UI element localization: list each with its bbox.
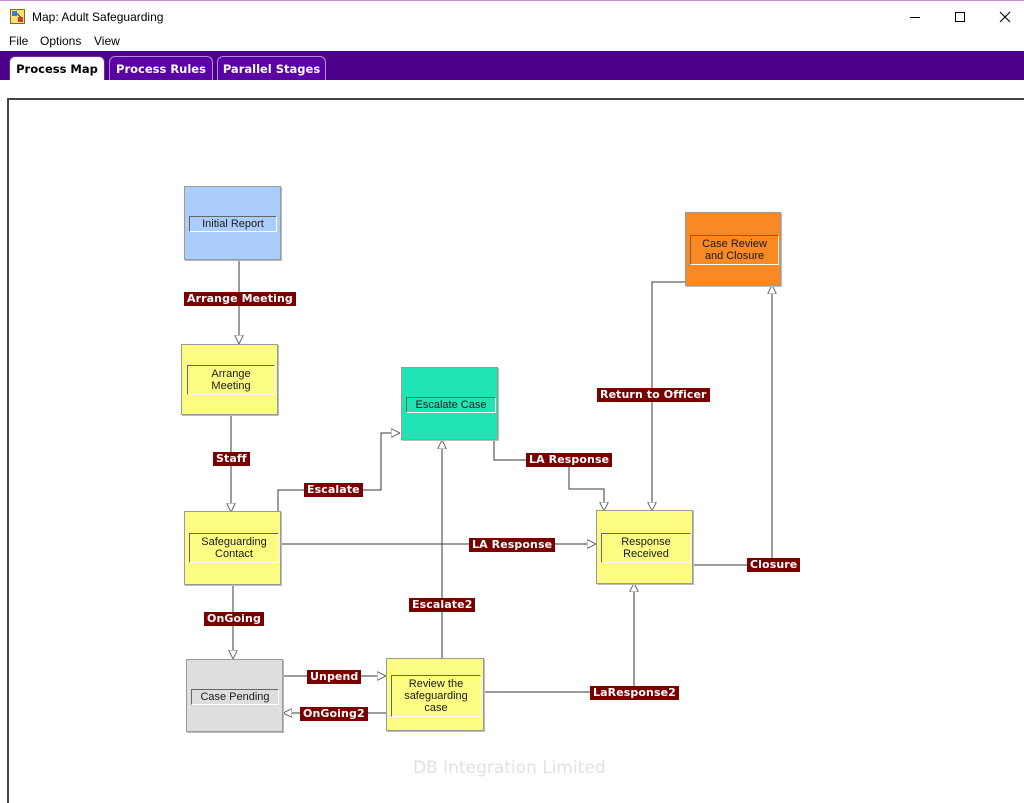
tab-process-rules[interactable]: Process Rules: [109, 56, 213, 80]
node-response-received[interactable]: Response Received: [596, 510, 693, 584]
minimize-icon: [910, 16, 920, 18]
node-response-received-label: Response Received: [601, 533, 691, 563]
watermark: DB Integration Limited: [413, 758, 606, 778]
tab-parallel-stages[interactable]: Parallel Stages: [217, 56, 326, 80]
menu-view[interactable]: View: [94, 34, 120, 48]
close-button[interactable]: [982, 1, 1024, 32]
flow-label-escalate2[interactable]: Escalate2: [409, 598, 476, 612]
node-case-pending[interactable]: Case Pending: [186, 659, 283, 732]
node-escalate-case[interactable]: Escalate Case: [401, 367, 498, 440]
left-margin: [0, 80, 7, 803]
node-arrange-meeting-label: Arrange Meeting: [187, 365, 275, 395]
node-initial-report-label: Initial Report: [189, 216, 277, 232]
node-escalate-case-label: Escalate Case: [406, 397, 496, 413]
flow-label-ongoing[interactable]: OnGoing: [204, 612, 264, 626]
node-review-case-label: Review the safeguarding case: [391, 675, 481, 717]
flow-label-escalate[interactable]: Escalate: [304, 483, 363, 497]
tab-bar: Process Map Process Rules Parallel Stage…: [0, 51, 1024, 80]
window-title: Map: Adult Safeguarding: [32, 10, 164, 24]
node-safeguarding-contact[interactable]: Safeguarding Contact: [184, 511, 281, 585]
flow-label-la-response-top[interactable]: LA Response: [526, 453, 613, 467]
node-initial-report[interactable]: Initial Report: [184, 186, 281, 260]
maximize-icon: [955, 11, 965, 22]
flow-label-la-response-mid[interactable]: LA Response: [469, 538, 556, 552]
flow-label-ongoing2[interactable]: OnGoing2: [300, 707, 368, 721]
node-case-pending-label: Case Pending: [191, 689, 279, 705]
node-case-review-closure-label: Case Review and Closure: [690, 235, 779, 265]
flow-label-closure[interactable]: Closure: [747, 558, 801, 572]
tab-process-map[interactable]: Process Map: [9, 56, 105, 80]
flow-label-return-to-officer[interactable]: Return to Officer: [597, 388, 710, 402]
node-arrange-meeting[interactable]: Arrange Meeting: [181, 344, 278, 415]
flow-label-laresponse2[interactable]: LaResponse2: [590, 686, 679, 700]
menu-file[interactable]: File: [9, 34, 29, 48]
process-map-canvas[interactable]: [7, 98, 1024, 803]
menu-bar: File Options View: [0, 31, 1024, 51]
node-review-case[interactable]: Review the safeguarding case: [386, 658, 484, 731]
menu-options[interactable]: Options: [40, 34, 82, 48]
flow-label-unpend[interactable]: Unpend: [307, 670, 362, 684]
node-case-review-closure[interactable]: Case Review and Closure: [685, 212, 781, 286]
maximize-button[interactable]: [937, 1, 983, 32]
title-bar: Map: Adult Safeguarding: [0, 0, 1024, 31]
minimize-button[interactable]: [892, 1, 938, 32]
flow-label-arrange-meeting[interactable]: Arrange Meeting: [184, 292, 296, 306]
close-icon: [999, 11, 1011, 22]
node-safeguarding-contact-label: Safeguarding Contact: [189, 533, 279, 563]
flow-label-staff[interactable]: Staff: [213, 452, 250, 466]
app-icon: [10, 9, 25, 24]
